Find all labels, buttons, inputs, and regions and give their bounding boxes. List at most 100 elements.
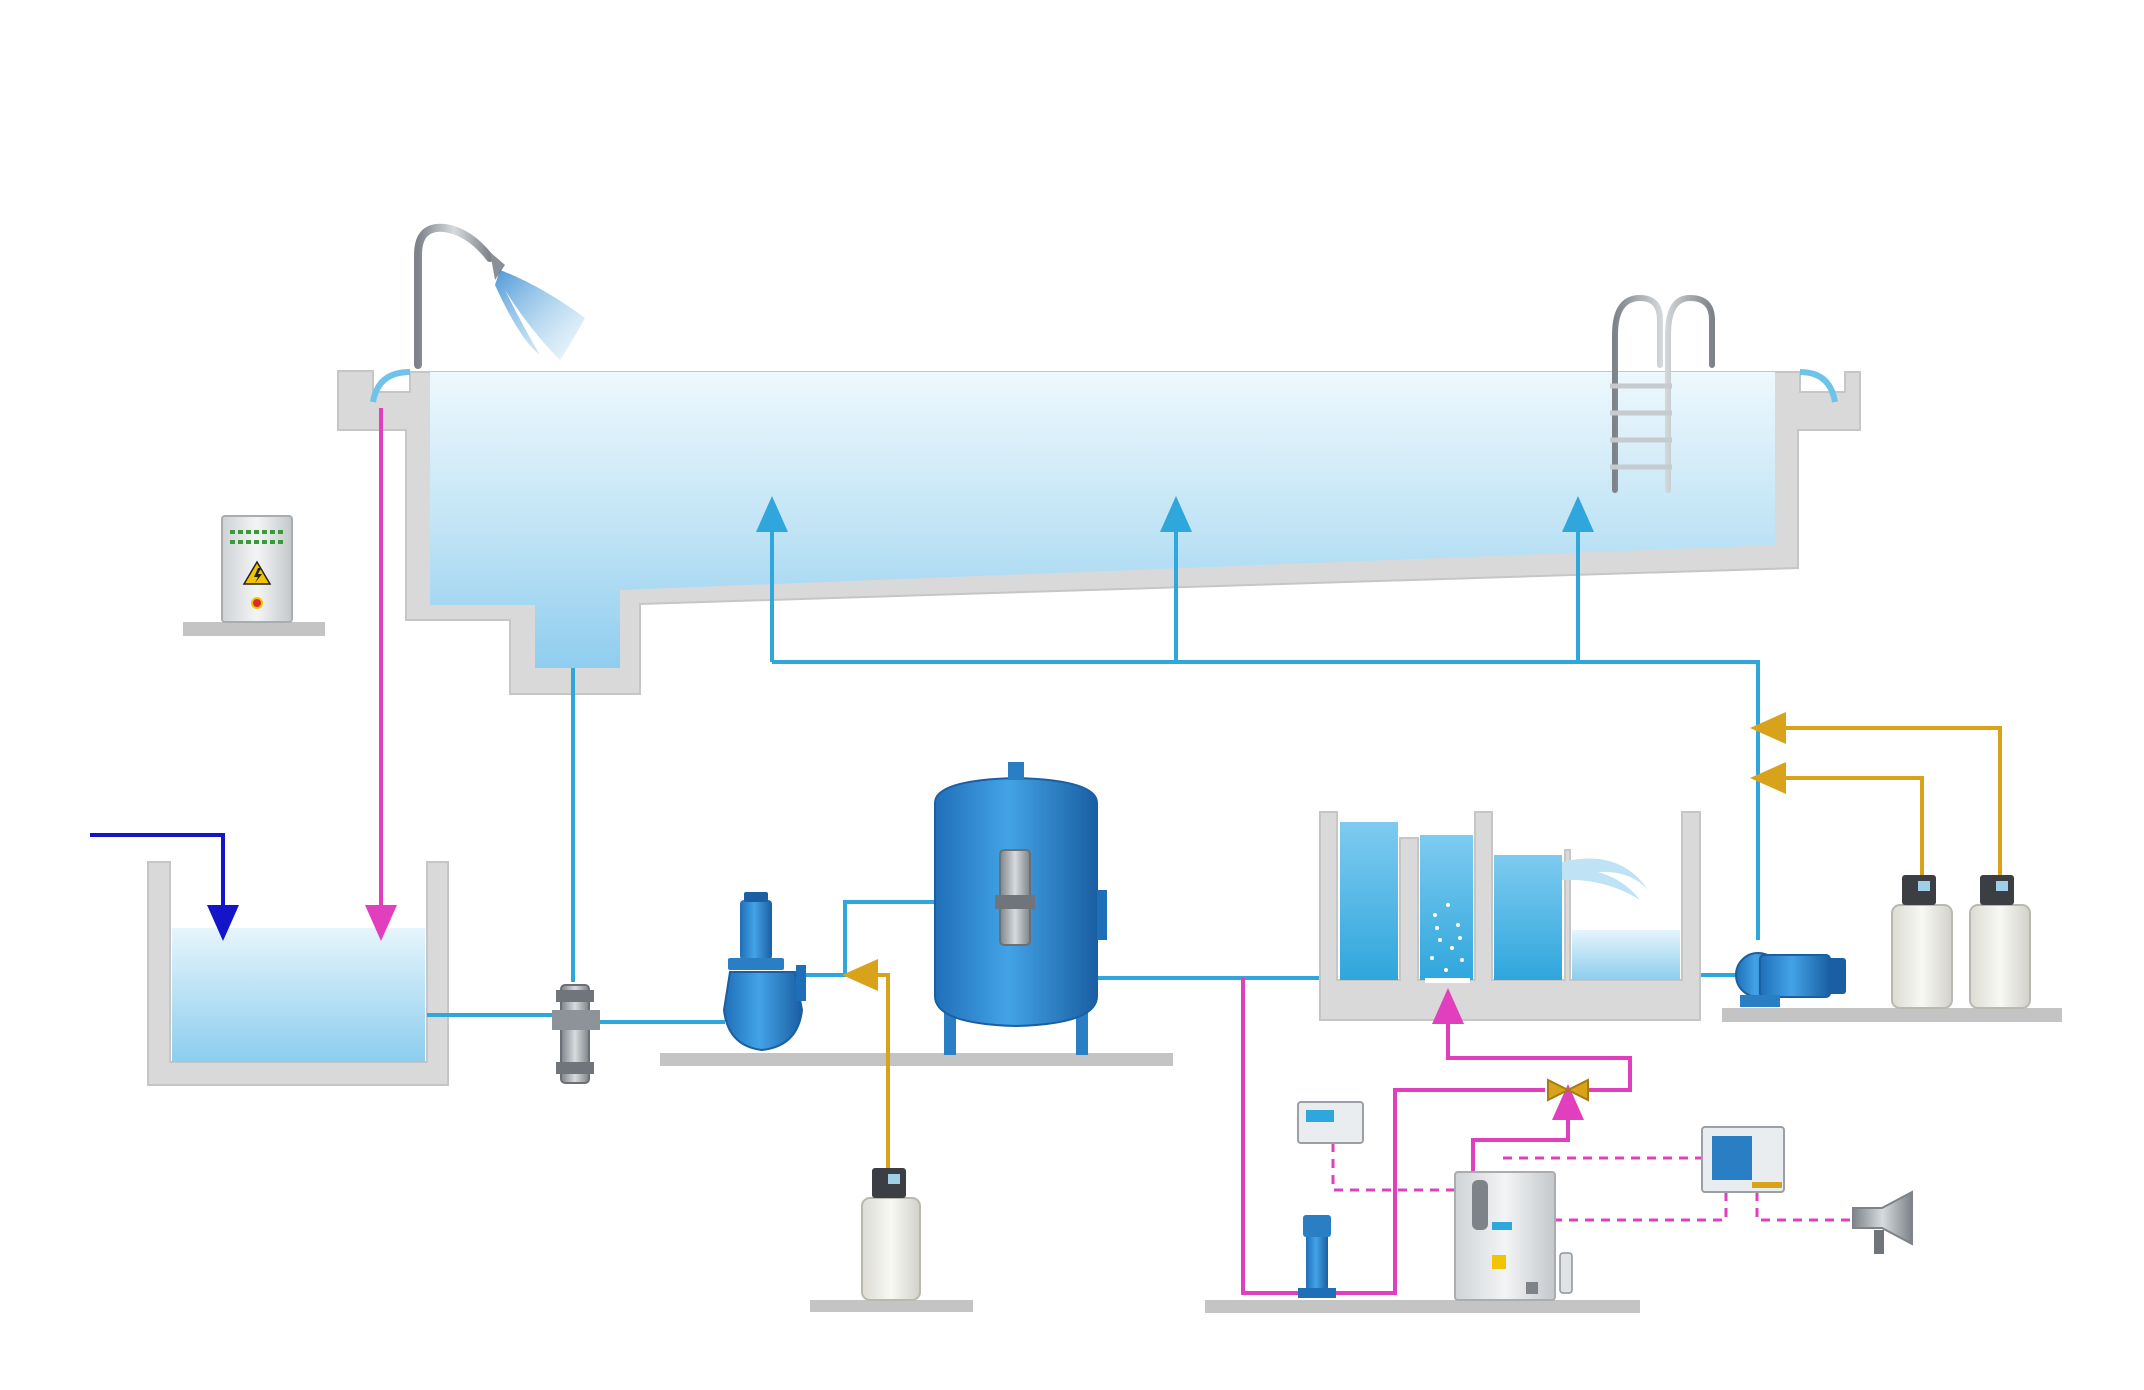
pump-outlet-flange [796, 965, 806, 1001]
ozone-process-lines [1241, 978, 1632, 1295]
side-stream-line [1241, 978, 1545, 1295]
circulation-pump [722, 892, 806, 1052]
ozone-contact-tank [1319, 811, 1701, 1021]
filter-sight-collar [995, 895, 1035, 909]
pump-motor-cap [744, 892, 768, 902]
monitor-signal [1331, 1143, 1456, 1192]
pump-icon [722, 971, 804, 1052]
ozone-sensor [1526, 1252, 1573, 1294]
chemical-line-1 [1750, 762, 1924, 882]
contact-water-2 [1420, 835, 1473, 980]
chemical-line-2 [1750, 712, 2002, 882]
water-analyzer [1701, 1126, 1785, 1193]
generator-display [1492, 1222, 1512, 1230]
contact-water-3 [1494, 855, 1562, 980]
valve-collar-top [556, 990, 594, 1002]
ozone-bubbles [1430, 903, 1464, 972]
swimming-pool [337, 369, 1861, 695]
analyzer-to-sensor-signal [1534, 1192, 1728, 1253]
control-cabinet [183, 515, 325, 636]
pump-foot [1740, 995, 1780, 1007]
pump-plinth [660, 1053, 1173, 1066]
stop-button-icon [251, 597, 263, 609]
sensor-box [1526, 1282, 1538, 1294]
contact-water-4 [1572, 930, 1680, 980]
pool-water [430, 372, 1775, 668]
shower-fountain [414, 223, 585, 369]
alarm-horn [1852, 1190, 1913, 1254]
pump-fan-cover [1828, 958, 1846, 994]
pump-icon [1759, 954, 1831, 998]
cabinet-indicator-leds [230, 530, 283, 544]
chemical-dosing-tank-2 [1969, 875, 2031, 1009]
dosing-pump-display [888, 1174, 900, 1184]
filter-leg-left [944, 1010, 956, 1055]
pump-flange [728, 958, 784, 970]
generator-label-plate [1492, 1255, 1506, 1269]
ozone-generator-icon [1454, 1171, 1556, 1301]
fresh-water-inlet [90, 833, 239, 941]
shower-pipe [414, 223, 494, 369]
booster-pump-base [1298, 1288, 1336, 1298]
ladder-icon [1612, 294, 1715, 493]
water-spray [495, 270, 585, 360]
generator-riser [1471, 1084, 1584, 1172]
valve-side-port [552, 1010, 600, 1030]
booster-pump [1298, 1215, 1336, 1298]
fresh-water-line [90, 833, 239, 941]
horn-bracket [1874, 1230, 1884, 1254]
cabinet-base [183, 622, 325, 636]
pump-motor [740, 900, 772, 960]
pool-ladder [1610, 294, 1715, 493]
ozone-feed-line [1473, 1118, 1570, 1142]
dosing-plinth-1 [810, 1300, 973, 1312]
analyzer-to-alarm-signal [1755, 1192, 1853, 1222]
strainer-valve [552, 984, 600, 1084]
dosing-tank-icon [1969, 904, 2031, 1009]
tank-water [172, 928, 425, 1062]
return-riser-pipe [772, 660, 1760, 940]
diffuser-plate [1425, 978, 1470, 983]
contact-concrete [1319, 811, 1701, 1021]
lightning-glyph [254, 568, 262, 583]
valve-icon [560, 984, 590, 1084]
valve-collar-bottom [556, 1062, 594, 1074]
sand-filter [934, 762, 1107, 1055]
balance-tank [147, 861, 449, 1086]
filter-leg-right [1076, 1010, 1088, 1055]
return-plinth [1722, 1008, 2062, 1022]
booster-pump-motor [1303, 1215, 1331, 1237]
ozone-plinth [1205, 1300, 1640, 1313]
flocculant-line [842, 959, 890, 1168]
venturi-to-tank-line [1432, 988, 1632, 1092]
filter-top-valve [1008, 762, 1024, 780]
left-gutter [370, 369, 411, 403]
dosing-tank-icon [861, 1197, 921, 1301]
dosing-pump-display [1996, 881, 2008, 891]
ozone-generator [1454, 1171, 1556, 1301]
pump-to-filter-pipe [800, 900, 1005, 977]
ozone-system [1205, 978, 1913, 1313]
ozone-monitor [1297, 1101, 1364, 1144]
ladder-rungs [1610, 383, 1672, 470]
analyzer-strip [1752, 1182, 1782, 1188]
right-gutter [1799, 369, 1838, 403]
analyzer-screen [1712, 1136, 1752, 1180]
horn-icon [1852, 1190, 1913, 1246]
flocculant-dosing [810, 959, 973, 1312]
generator-window [1472, 1180, 1488, 1230]
dosing-tank-icon [1891, 904, 1953, 1009]
sensor-probe-icon [1559, 1252, 1573, 1294]
return-pump [1735, 952, 1846, 1007]
chemical-dosing [1750, 712, 2031, 1009]
pump-icon [1306, 1222, 1328, 1290]
venturi-injector-icon [1547, 1078, 1589, 1102]
chemical-dosing-tank-1 [1891, 875, 1953, 1009]
dosing-pump-display [1918, 881, 1930, 891]
shower-icon [490, 252, 505, 280]
tank-concrete [147, 861, 449, 1086]
contact-water-1 [1340, 822, 1398, 980]
filter-manhole [1097, 890, 1107, 940]
